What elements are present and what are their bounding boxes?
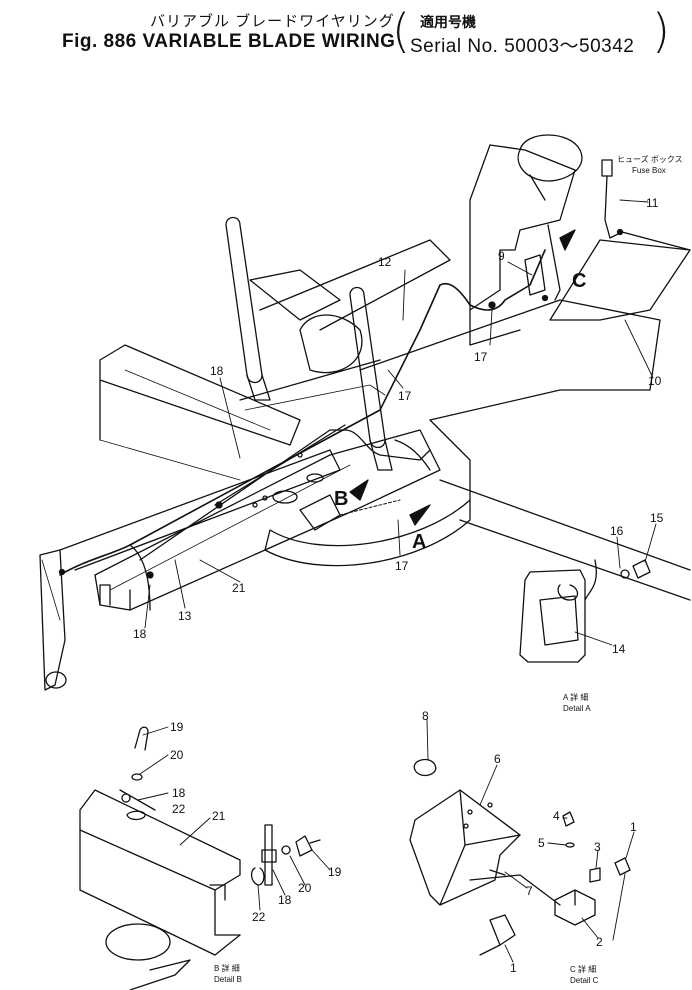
callout-18-lower: 18	[133, 627, 147, 641]
callout-17-middle: 17	[398, 389, 412, 403]
leader-lines-detail-c	[426, 719, 635, 963]
callout-20-lower: 20	[298, 881, 312, 895]
serial-number-range: Serial No. 50003～50342	[410, 36, 635, 57]
callout-18-upper: 18	[210, 364, 224, 378]
fuse-box-label-japanese: ヒューズ ボックス	[617, 154, 683, 164]
figure-header: バリアブル ブレードワイヤリング Fig. 886 VARIABLE BLADE…	[0, 0, 692, 60]
callout-17-upper: 17	[474, 350, 488, 364]
detail-c-caption: Detail C	[570, 976, 599, 985]
callout-4: 4	[553, 809, 560, 823]
callout-21-main: 21	[232, 581, 246, 595]
figure-title: Fig. 886 VARIABLE BLADE WIRING	[62, 31, 396, 52]
callout-18-detail-b-lower: 18	[278, 893, 292, 907]
detail-b-caption-japanese: B 詳 細	[214, 963, 240, 973]
callout-13: 13	[178, 609, 192, 623]
leader-lines-detail-b	[137, 726, 331, 911]
detail-a-caption: Detail A	[563, 704, 591, 713]
callout-7: 7	[526, 884, 533, 898]
callout-3: 3	[594, 840, 601, 854]
detail-b-caption: Detail B	[214, 975, 242, 984]
main-assembly-view	[39, 134, 691, 691]
serial-label-japanese: 適用号機	[420, 14, 476, 30]
callout-9: 9	[498, 249, 505, 263]
callout-8: 8	[422, 709, 429, 723]
leader-lines-main	[144, 199, 657, 646]
callout-10: 10	[648, 374, 662, 388]
callout-21-detail-b: 21	[212, 809, 226, 823]
callout-11: 11	[646, 196, 659, 210]
fuse-box-label: Fuse Box	[632, 166, 666, 175]
callout-12: 12	[378, 255, 392, 269]
callout-19-lower: 19	[328, 865, 342, 879]
callout-19-upper: 19	[170, 720, 184, 734]
left-parenthesis: (	[392, 4, 410, 58]
callout-17-lower: 17	[395, 559, 409, 573]
detail-a-caption-japanese: A 詳 細	[563, 692, 588, 702]
view-label-c: C	[572, 270, 586, 292]
callout-16: 16	[610, 524, 624, 538]
callout-22-lower: 22	[252, 910, 266, 924]
callout-5: 5	[538, 836, 545, 850]
right-parenthesis: )	[652, 4, 670, 58]
detail-c-caption-japanese: C 詳 細	[570, 964, 596, 974]
callout-1-upper: 1	[630, 820, 637, 834]
title-japanese: バリアブル ブレードワイヤリング	[150, 13, 395, 30]
callout-1-lower: 1	[510, 961, 517, 975]
callout-22-upper: 22	[172, 802, 186, 816]
callout-18-detail-b: 18	[172, 786, 186, 800]
callout-6: 6	[494, 752, 501, 766]
detail-b-view	[79, 726, 321, 990]
callout-14: 14	[612, 642, 626, 656]
view-label-b: B	[334, 488, 348, 510]
view-label-a: A	[412, 531, 426, 553]
callout-2: 2	[596, 935, 603, 949]
callout-20-upper: 20	[170, 748, 184, 762]
callout-15: 15	[650, 511, 664, 525]
